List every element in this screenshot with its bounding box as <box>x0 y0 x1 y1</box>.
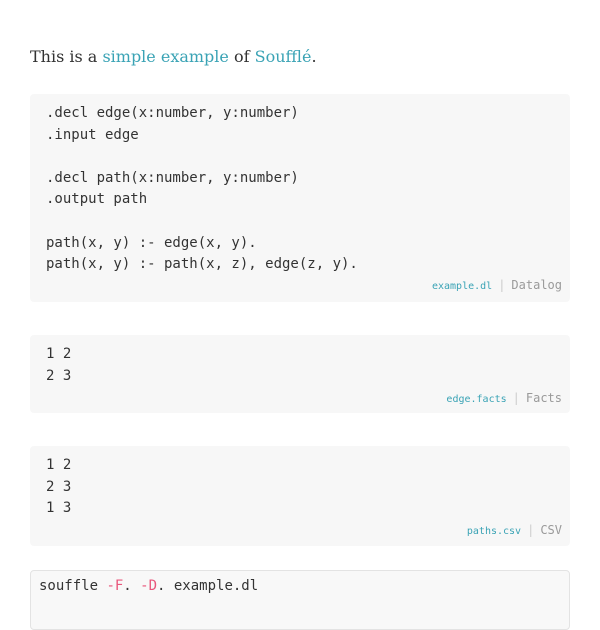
edge-facts-filename: edge.facts <box>446 394 507 405</box>
caption-separator: | <box>498 278 506 292</box>
intro-paragraph: This is a simple example of Soufflé. <box>30 46 317 68</box>
command-line[interactable]: souffle -F. -D. example.dl <box>39 576 258 598</box>
edge-facts-code[interactable]: 1 2 2 3 <box>46 346 72 384</box>
command-arg-facts: . <box>123 578 141 594</box>
paths-csv-caption: paths.csv | CSV <box>467 523 562 537</box>
datalog-code[interactable]: .decl edge(x:number, y:number) .input ed… <box>46 105 358 273</box>
caption-separator: | <box>512 391 520 405</box>
command-block: souffle -F. -D. example.dl <box>30 570 570 630</box>
simple-example-link[interactable]: simple example <box>102 47 229 66</box>
paths-csv-code-block: 1 2 2 3 1 3 paths.csv | CSV <box>30 446 570 546</box>
datalog-filename: example.dl <box>431 281 493 292</box>
paths-csv-language: CSV <box>540 523 562 537</box>
datalog-caption: example.dl | Datalog <box>432 278 562 292</box>
caption-separator: | <box>527 523 535 537</box>
intro-suffix: . <box>311 47 317 66</box>
edge-facts-caption: edge.facts | Facts <box>446 391 562 405</box>
command-flag-facts: -F <box>106 578 124 594</box>
souffle-link[interactable]: Soufflé <box>254 47 312 66</box>
edge-facts-code-block: 1 2 2 3 edge.facts | Facts <box>30 335 570 413</box>
command-arg-output: . example.dl <box>157 578 259 594</box>
paths-csv-filename: paths.csv <box>466 526 522 537</box>
edge-facts-language: Facts <box>525 391 562 405</box>
datalog-language: Datalog <box>511 278 562 292</box>
intro-prefix: This is a <box>30 47 103 66</box>
datalog-code-block: .decl edge(x:number, y:number) .input ed… <box>30 94 570 302</box>
command-program: souffle <box>39 578 107 594</box>
paths-csv-code[interactable]: 1 2 2 3 1 3 <box>46 457 72 517</box>
command-flag-output: -D <box>140 578 158 594</box>
intro-middle: of <box>228 47 255 66</box>
